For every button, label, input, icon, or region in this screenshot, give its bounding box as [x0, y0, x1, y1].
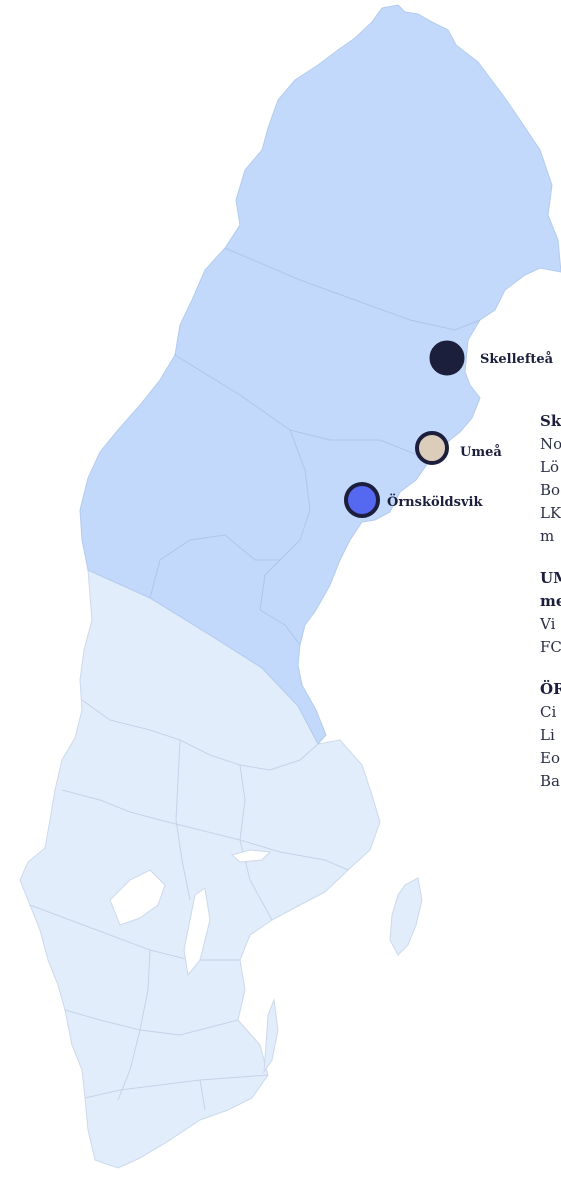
county-border	[224, 247, 481, 331]
info-heading: Sk	[540, 412, 561, 430]
lake-vattern	[183, 887, 211, 977]
info-heading: ÖR	[540, 680, 561, 698]
info-line: No	[540, 435, 561, 453]
info-line: LK	[540, 504, 561, 522]
info-group-skelleftea: Sk No Lö Bo LK m	[540, 410, 561, 548]
info-group-ornskoldsvik: ÖR Ci Li Eo Ba	[540, 678, 561, 793]
county-border	[149, 534, 280, 599]
oland-island	[263, 998, 279, 1074]
info-line: Ba	[540, 772, 560, 790]
county-border	[199, 1079, 206, 1111]
county-border	[84, 1074, 269, 1099]
info-line: m	[540, 527, 555, 545]
info-group-umea: UM me Vi FC	[540, 567, 561, 659]
info-heading: me	[540, 592, 561, 610]
city-info-panel: Sk No Lö Bo LK m UM me Vi FC ÖR Ci Li Eo…	[540, 410, 561, 812]
southern-sweden-region	[19, 569, 381, 1169]
city-marker-ornskoldsvik[interactable]: Örnsköldsvik	[344, 482, 483, 518]
marker-circle-umea[interactable]	[415, 431, 449, 465]
info-line: FC	[540, 638, 561, 656]
info-line: Bo	[540, 481, 561, 499]
info-line: Ci	[540, 703, 557, 721]
info-line: Lö	[540, 458, 559, 476]
city-label: Örnsköldsvik	[387, 493, 483, 510]
northern-sweden-region	[79, 4, 561, 745]
city-label: Umeå	[460, 444, 502, 460]
county-border	[259, 609, 301, 646]
info-heading: UM	[540, 569, 561, 587]
city-marker-umea[interactable]: Umeå	[415, 431, 502, 465]
city-label: Skellefteå	[480, 351, 554, 367]
county-border	[61, 789, 349, 871]
info-line: Li	[540, 726, 555, 744]
info-line: Eo	[540, 749, 560, 767]
marker-circle-ornskoldsvik[interactable]	[344, 482, 380, 518]
county-border	[259, 429, 311, 611]
county-border	[117, 949, 151, 1101]
lake-malaren	[230, 849, 272, 863]
lake-vanern	[109, 869, 166, 926]
marker-circle-skelleftea[interactable]	[429, 340, 465, 376]
county-border	[174, 354, 431, 461]
county-border	[239, 764, 273, 921]
info-line: Vi	[540, 615, 556, 633]
county-border	[81, 699, 319, 771]
gotland-island	[389, 877, 423, 956]
city-marker-skelleftea[interactable]: Skellefteå	[429, 340, 554, 376]
county-border	[175, 739, 191, 901]
